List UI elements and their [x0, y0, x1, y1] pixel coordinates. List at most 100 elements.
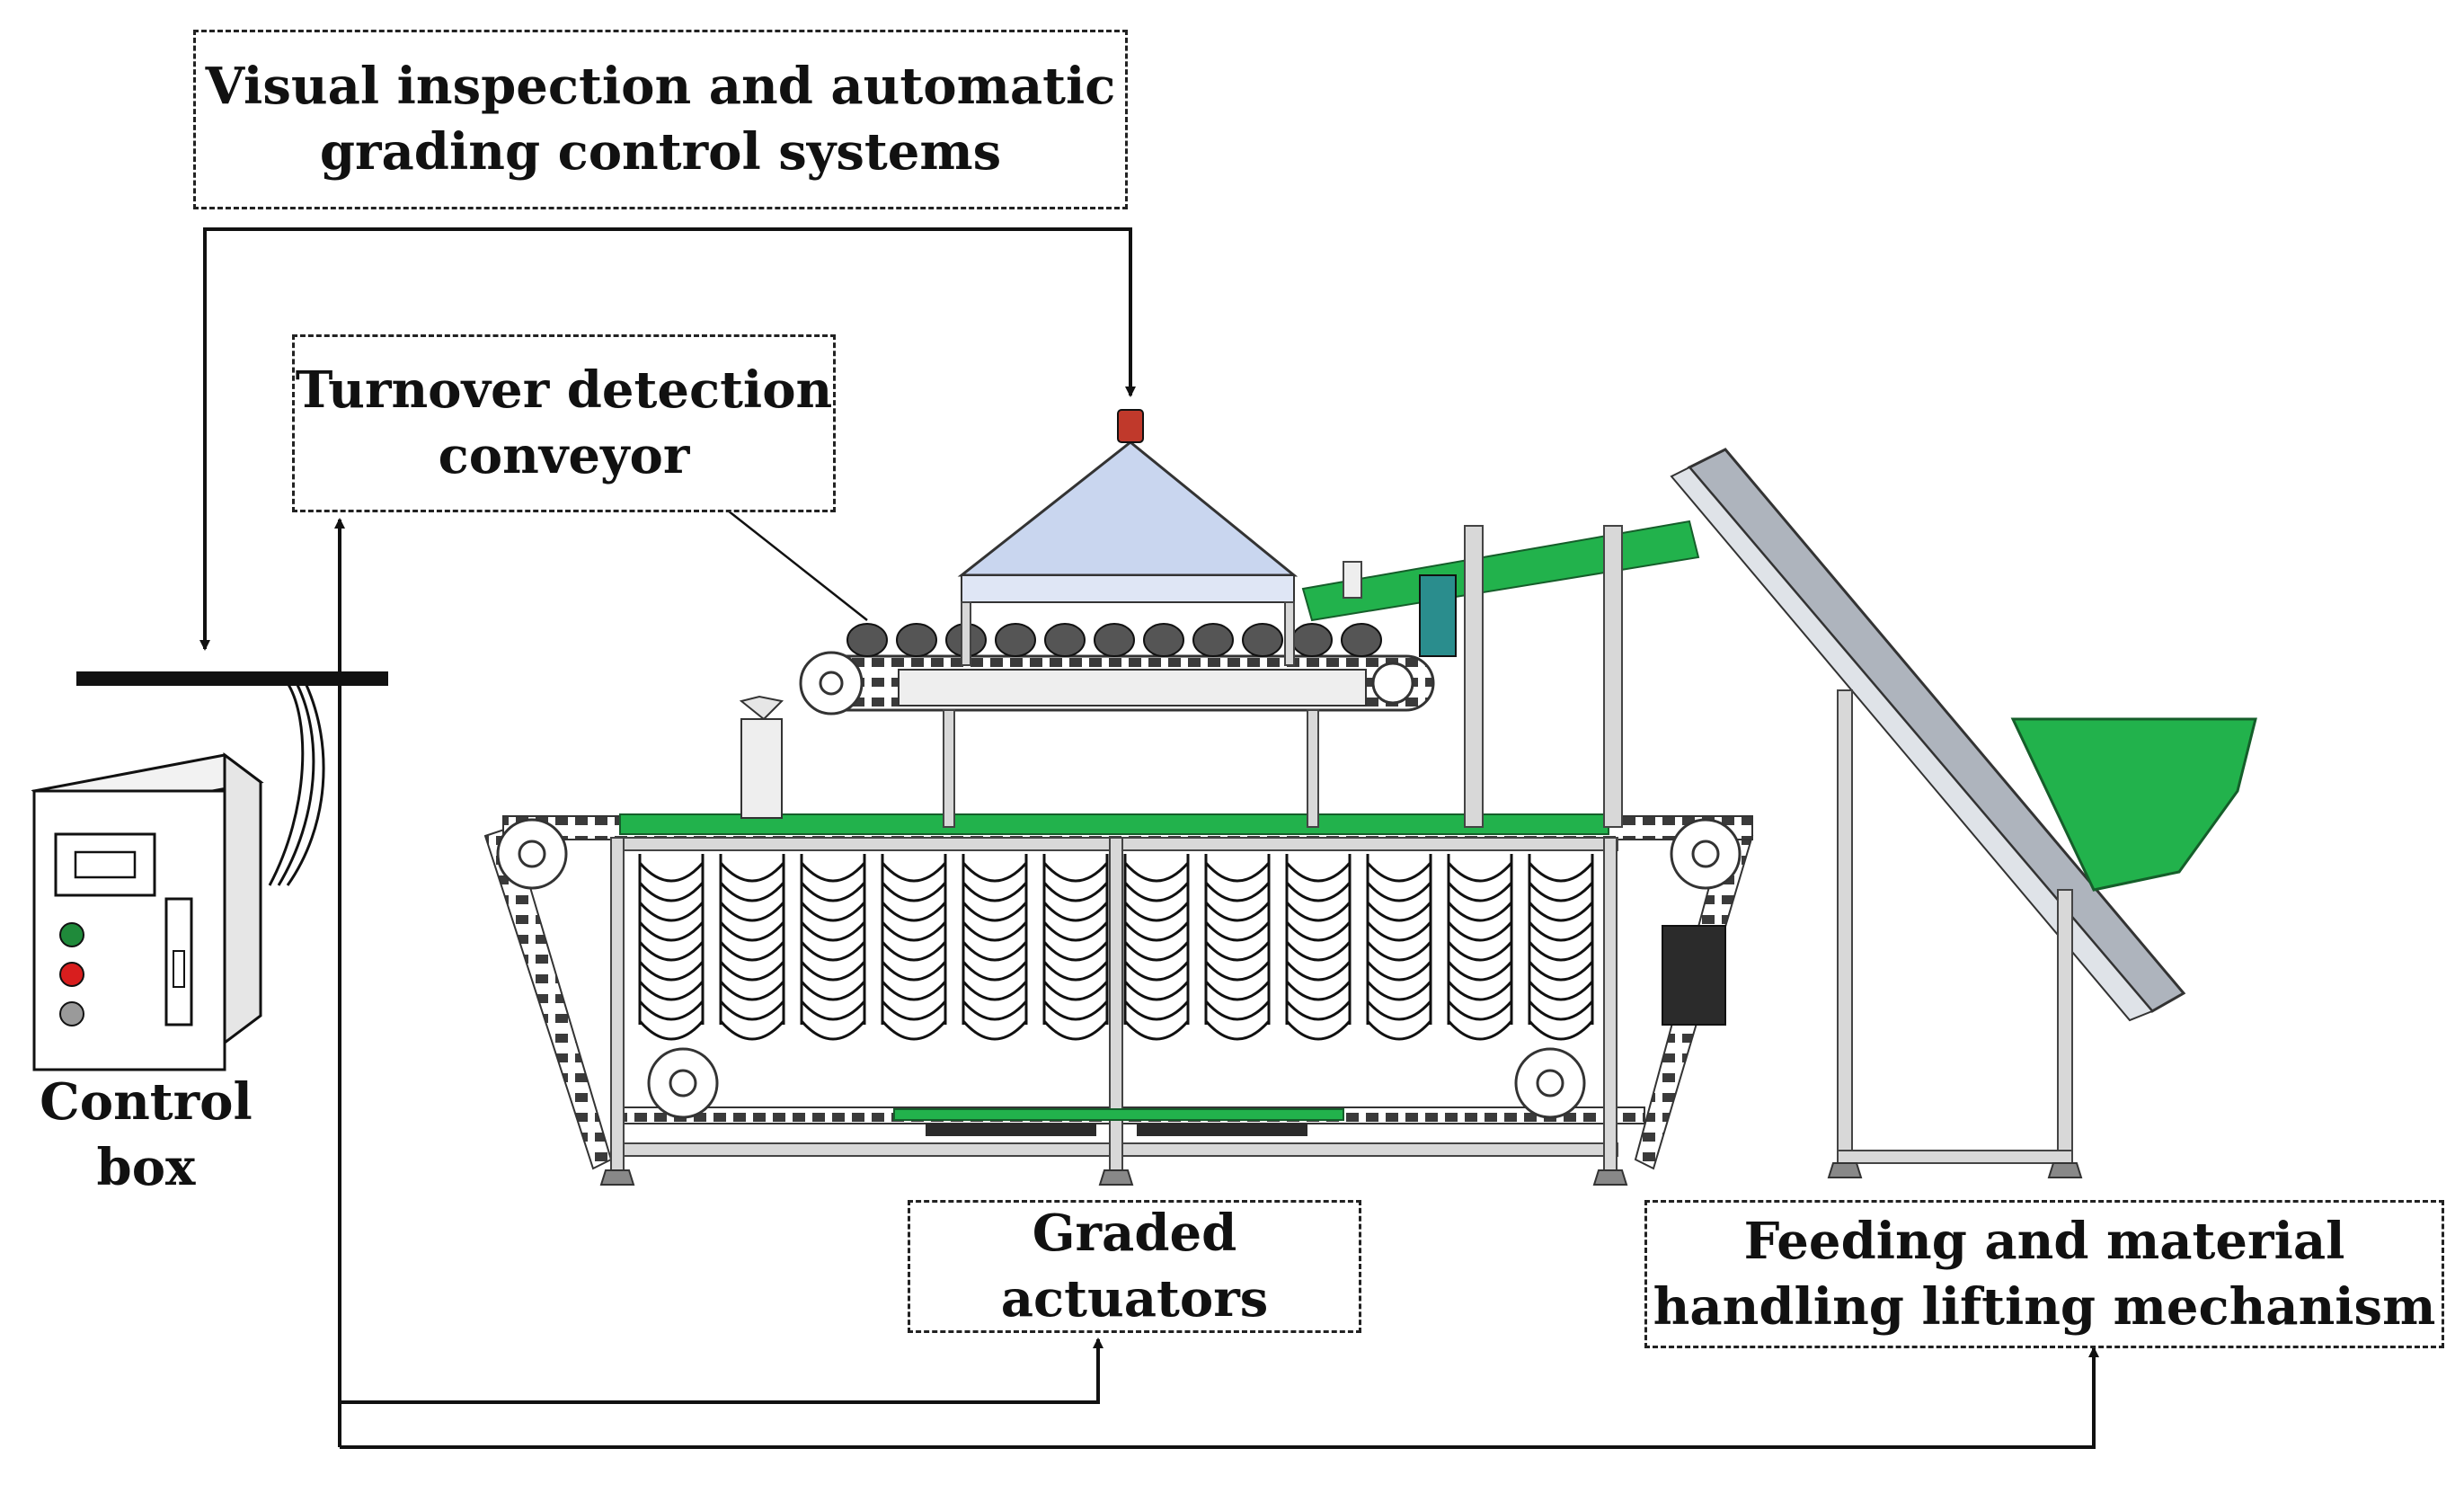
grading-cup-arc — [962, 1020, 1028, 1041]
grading-cup-arc — [800, 862, 866, 883]
grading-cup-arc — [719, 1020, 785, 1041]
grading-cup-arc — [1447, 981, 1513, 1001]
feeding-mechanism-label: Feeding and material handling lifting me… — [1644, 1200, 2444, 1348]
grading-cup-arc — [881, 1020, 947, 1041]
reset-button-icon — [59, 1001, 84, 1026]
grading-cup-arc — [1447, 1000, 1513, 1021]
grading-cup-arc — [800, 1000, 866, 1021]
grading-cup-arc — [1528, 921, 1594, 942]
grading-cup-arc — [1285, 921, 1352, 942]
turnover-roller — [1143, 623, 1184, 657]
grading-cup-arc — [1204, 1000, 1271, 1021]
grading-cup-arc — [1042, 902, 1109, 922]
grading-cup-arc — [719, 961, 785, 982]
grading-cup-arc — [1204, 1020, 1271, 1041]
grading-cup-arc — [1528, 862, 1594, 883]
grading-cup-arc — [1123, 981, 1190, 1001]
grading-cup-arc — [1204, 882, 1271, 902]
signal-lines — [76, 227, 2099, 1449]
grading-cup-arc — [881, 961, 947, 982]
stop-button-icon — [59, 962, 84, 987]
grading-cup-arc — [1366, 902, 1432, 922]
line-to-actuators — [340, 1337, 1103, 1404]
grading-cup-arc — [962, 882, 1028, 902]
grading-cup-arc — [1042, 941, 1109, 962]
turnover-conveyor-line1: Turnover detection — [295, 360, 833, 421]
grading-cup-arc — [1042, 921, 1109, 942]
grading-cup-arc — [1447, 1020, 1513, 1041]
grading-cup-arc — [1366, 961, 1432, 982]
grading-cup-arc — [1366, 862, 1432, 883]
turnover-conveyor-label: Turnover detection conveyor — [292, 334, 836, 512]
grading-cup-arc — [881, 1000, 947, 1021]
control-box-label: Control box — [18, 1070, 274, 1201]
graded-actuators-label: Graded actuators — [908, 1200, 1361, 1333]
grading-cup-arc — [881, 981, 947, 1001]
graded-actuators-line1: Graded — [1032, 1204, 1237, 1264]
grading-cup-arc — [881, 941, 947, 962]
grading-cup-arc — [1528, 981, 1594, 1001]
turnover-roller — [1291, 623, 1333, 657]
grading-cup-arc — [1042, 961, 1109, 982]
vision-system-line2: grading control systems — [319, 122, 1002, 182]
grading-cup-arc — [1042, 862, 1109, 883]
grading-cup-arc — [1204, 902, 1271, 922]
grading-cup-arc — [962, 902, 1028, 922]
grading-cup-arc — [1285, 862, 1352, 883]
grading-cup-arc — [638, 1020, 705, 1041]
camera-sensor-icon — [1117, 409, 1144, 443]
vision-system-label: Visual inspection and automatic grading … — [193, 30, 1128, 209]
grading-cup-arc — [638, 961, 705, 982]
grading-cup-arc — [719, 921, 785, 942]
grading-cup-arc — [1285, 1020, 1352, 1041]
grading-cup-arc — [638, 981, 705, 1001]
grading-cup-arc — [1285, 941, 1352, 962]
grading-cup-arc — [800, 1020, 866, 1041]
grading-cup-arc — [962, 981, 1028, 1001]
grading-cup-arc — [1285, 882, 1352, 902]
grading-cup-arc — [962, 961, 1028, 982]
graded-actuators-line2: actuators — [1000, 1269, 1269, 1329]
feeding-mechanism — [1301, 448, 2257, 1178]
grading-cup-arc — [638, 862, 705, 883]
grading-cup-arc — [1123, 1020, 1190, 1041]
grading-cup-arc — [962, 1000, 1028, 1021]
grading-cup-arc — [1447, 921, 1513, 942]
grading-cup-arc — [1285, 1000, 1352, 1021]
grading-cup-arc — [962, 941, 1028, 962]
grading-cup-arc — [1123, 862, 1190, 883]
grading-cup-arc — [962, 921, 1028, 942]
grading-cup-arc — [1285, 981, 1352, 1001]
grading-cup-arc — [1366, 921, 1432, 942]
grading-cup-arc — [1366, 882, 1432, 902]
grading-cup-arc — [881, 862, 947, 883]
grading-cup-arc — [800, 882, 866, 902]
feed-hopper — [2010, 717, 2257, 892]
turnover-roller — [1341, 623, 1382, 657]
grading-cup-arc — [1042, 981, 1109, 1001]
grading-cup-arc — [1447, 862, 1513, 883]
grading-cup-arc — [1447, 961, 1513, 982]
turnover-roller — [1242, 623, 1283, 657]
grading-cup-arc — [638, 1000, 705, 1021]
turnover-roller — [1044, 623, 1086, 657]
grading-cup-arc — [800, 941, 866, 962]
grading-cup-arc — [638, 882, 705, 902]
turnover-roller — [846, 623, 888, 657]
grading-cup-arc — [719, 902, 785, 922]
line-to-feeding — [340, 1346, 2099, 1449]
grading-cup-arc — [1366, 1020, 1432, 1041]
drive-motor — [1662, 925, 1726, 1026]
turnover-roller — [896, 623, 937, 657]
grading-cup-arc — [719, 1000, 785, 1021]
grading-cup-arc — [1204, 981, 1271, 1001]
turnover-roller — [995, 623, 1036, 657]
grading-cup-arc — [719, 862, 785, 883]
grading-cup-arc — [719, 882, 785, 902]
grading-cup-arc — [1123, 961, 1190, 982]
grading-cup-arc — [1528, 882, 1594, 902]
grading-cup-arc — [881, 902, 947, 922]
grading-cup-arc — [1123, 941, 1190, 962]
